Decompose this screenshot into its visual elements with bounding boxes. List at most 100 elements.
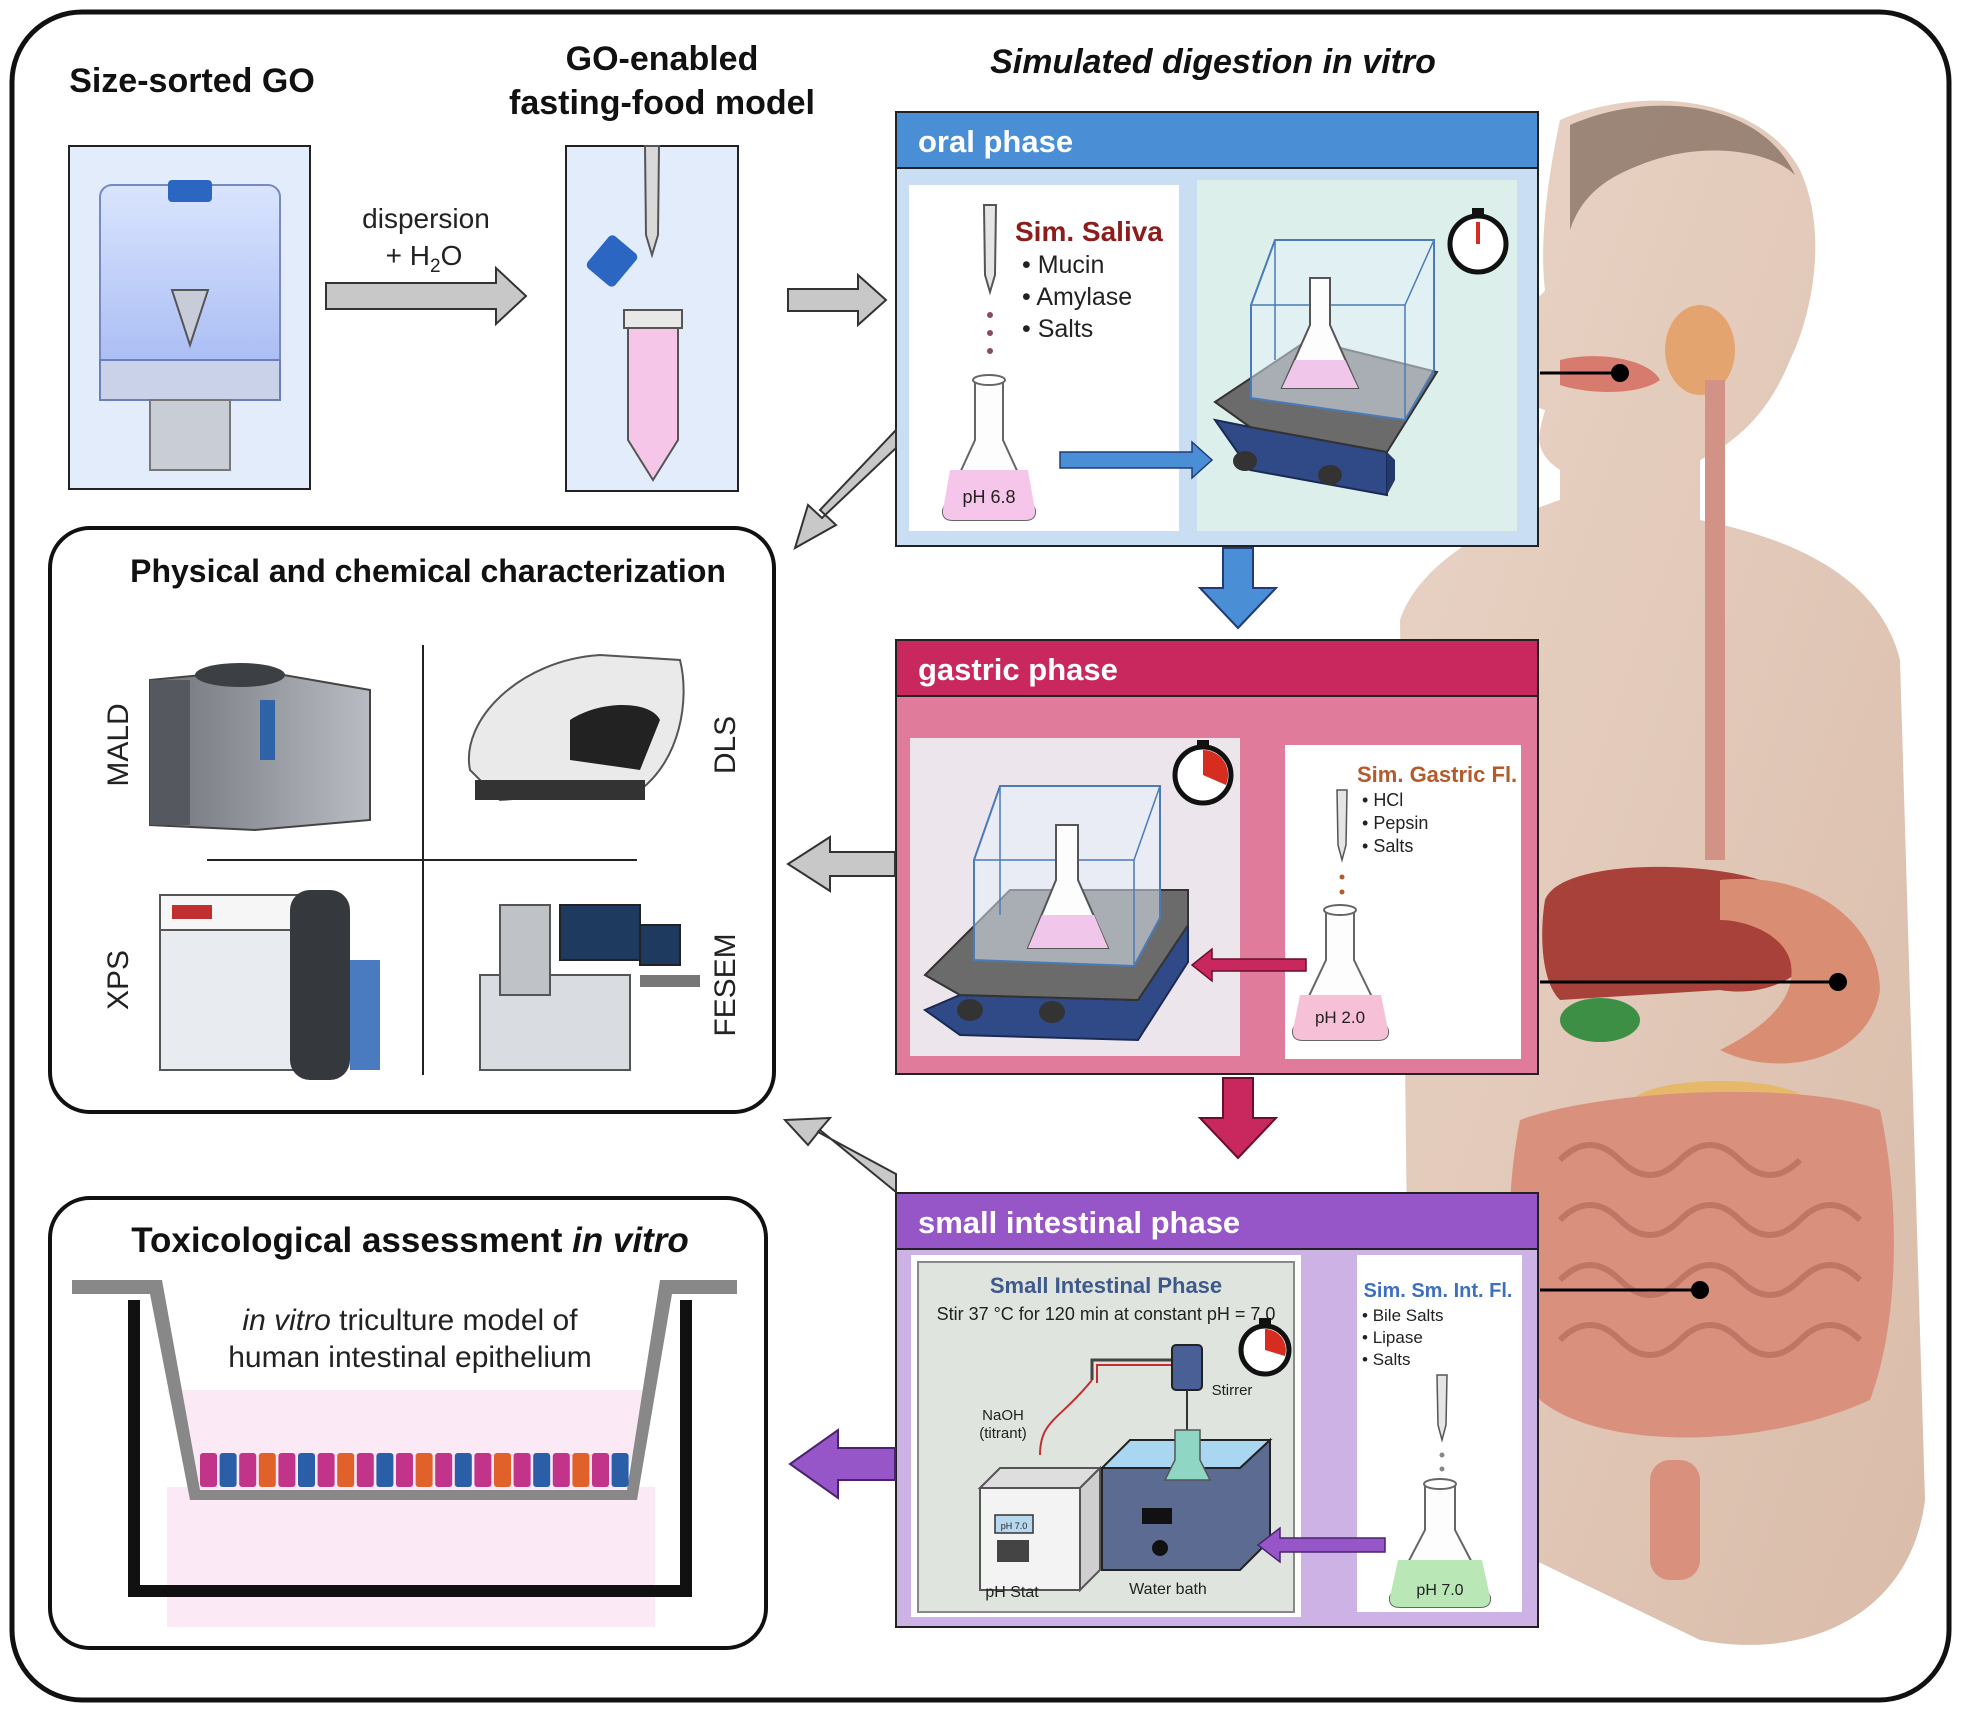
- intestinal-to-characterization-arrow: [782, 1116, 897, 1195]
- simulated-digestion-heading: Simulated digestion in vitro: [990, 43, 1436, 81]
- intestinal-ph-label: pH 7.0: [1416, 1582, 1463, 1599]
- epithelial-cell: [278, 1453, 296, 1487]
- intestinal-panel-subtitle: Stir 37 °C for 120 min at constant pH = …: [937, 1304, 1276, 1324]
- characterization-title: Physical and chemical characterization: [130, 553, 726, 589]
- epithelial-cell: [337, 1453, 355, 1487]
- dispersion-arrow: [325, 265, 528, 327]
- oral-item-1: • Mucin: [1022, 251, 1104, 279]
- tube-cap-icon: [586, 235, 638, 287]
- epithelial-cell: [454, 1453, 472, 1487]
- gastric-item-2: • Pepsin: [1362, 813, 1428, 833]
- ph-stat-device: [979, 1487, 1081, 1591]
- salivary-gland: [1665, 305, 1735, 395]
- gastric-transfer-arrow: [1190, 947, 1307, 983]
- sim-intestinal-title: Sim. Sm. Int. Fl.: [1364, 1280, 1513, 1302]
- gastric-phase-panel: gastric phase Sim. Gastric Fl. • HCl • P…: [895, 639, 1539, 1075]
- epithelial-cell: [298, 1453, 315, 1487]
- h2o-label: + H2O: [386, 240, 463, 277]
- oral-to-characterization-arrow: [793, 427, 897, 551]
- intestinal-panel-title: Small Intestinal Phase: [990, 1273, 1222, 1298]
- toxicology-panel: Toxicological assessment in vitro in vit…: [48, 1196, 768, 1650]
- stirrer-motor-icon: [1171, 1344, 1203, 1391]
- epithelial-cell: [200, 1453, 217, 1487]
- pipette-icon: [643, 145, 661, 259]
- dls-instrument-image: [467, 653, 685, 802]
- gallbladder: [1560, 998, 1640, 1042]
- fesem-instrument-image: [479, 904, 700, 1071]
- epithelial-cell: [376, 1453, 394, 1487]
- intestinal-transfer-arrow: [1256, 1526, 1386, 1564]
- fasting-food-heading-line2: fasting-food model: [509, 84, 815, 122]
- gastric-to-intestinal-arrow: [1197, 1077, 1279, 1160]
- epithelial-cell: [356, 1453, 374, 1487]
- epithelial-cell: [317, 1453, 335, 1487]
- epithelial-cell: [435, 1453, 453, 1487]
- titrant-label: (titrant): [979, 1425, 1027, 1442]
- xps-instrument-image: [159, 890, 380, 1080]
- naoh-label: NaOH: [982, 1407, 1024, 1424]
- epithelial-cell: [258, 1453, 276, 1487]
- epithelial-cell-layer: [200, 1453, 629, 1487]
- ph-stat-label: pH Stat: [985, 1584, 1039, 1601]
- esophagus: [1705, 380, 1725, 860]
- oral-item-2: • Amylase: [1022, 283, 1132, 311]
- epithelial-cell: [474, 1453, 492, 1487]
- epithelial-cell: [552, 1453, 570, 1487]
- ph-stat-display: pH 7.0: [1001, 1521, 1028, 1531]
- transwell-insert: [72, 1280, 737, 1500]
- oral-to-gastric-arrow: [1197, 547, 1279, 630]
- oral-ph-label: pH 6.8: [962, 487, 1015, 507]
- epithelial-cell: [513, 1453, 531, 1487]
- sim-saliva-title: Sim. Saliva: [1015, 216, 1163, 247]
- intestinal-to-toxicology-arrow: [788, 1428, 896, 1500]
- epithelial-cell: [239, 1453, 257, 1487]
- oral-transfer-arrow: [1059, 440, 1214, 480]
- ph-stat-keypad: [997, 1540, 1029, 1562]
- epithelial-cell: [494, 1453, 511, 1487]
- oral-item-3: • Salts: [1022, 315, 1093, 343]
- intestinal-item-3: • Salts: [1362, 1350, 1410, 1369]
- dispersion-label: dispersion: [362, 203, 490, 234]
- mald-instrument-image: [149, 663, 371, 832]
- triculture-desc-line2: human intestinal epithelium: [228, 1341, 592, 1374]
- epithelial-cell: [572, 1453, 590, 1487]
- characterization-panel: Physical and chemical characterization M…: [48, 526, 776, 1114]
- size-sorted-go-heading: Size-sorted GO: [69, 62, 315, 100]
- epithelial-cell: [592, 1453, 609, 1487]
- intestinal-phase-title: small intestinal phase: [918, 1205, 1240, 1240]
- epithelial-cell: [396, 1453, 413, 1487]
- xps-label: XPS: [102, 950, 135, 1010]
- epithelial-cell: [533, 1453, 551, 1487]
- gastric-phase-title: gastric phase: [918, 652, 1118, 687]
- epithelial-cell: [219, 1453, 237, 1487]
- intestinal-item-1: • Bile Salts: [1362, 1306, 1444, 1325]
- gastric-pipette-icon: [1336, 789, 1348, 863]
- stomach: [1720, 878, 1880, 1064]
- water-bath-label: Water bath: [1129, 1581, 1207, 1598]
- gastric-to-characterization-arrow: [786, 835, 896, 893]
- intestinal-phase-panel: small intestinal phase Small Intestinal …: [895, 1192, 1539, 1628]
- gastric-ph-label: pH 2.0: [1315, 1008, 1365, 1027]
- gastric-item-3: • Salts: [1362, 836, 1413, 856]
- to-oral-arrow: [787, 272, 888, 328]
- stirrer-label: Stirrer: [1212, 1382, 1253, 1399]
- tube-cap-icon: [168, 180, 212, 202]
- fasting-food-heading-line1: GO-enabled: [566, 40, 759, 78]
- oral-phase-title: oral phase: [918, 124, 1073, 159]
- oral-pipette-icon: [982, 204, 998, 296]
- intestinal-pipette-icon: [1436, 1374, 1448, 1443]
- epithelial-cell: [415, 1453, 433, 1487]
- toxicology-title: Toxicological assessment in vitro: [131, 1221, 689, 1260]
- fesem-label: FESEM: [709, 933, 742, 1036]
- mald-label: MALD: [102, 703, 135, 786]
- gastric-item-1: • HCl: [1362, 790, 1403, 810]
- size-sorted-go-panel: [68, 145, 311, 490]
- fasting-food-panel: [565, 145, 739, 492]
- intestinal-item-2: • Lipase: [1362, 1328, 1423, 1347]
- dls-label: DLS: [709, 716, 742, 774]
- oral-phase-panel: oral phase Sim. Saliva • Mucin • Amylase…: [895, 111, 1539, 547]
- epithelial-cell: [611, 1453, 629, 1487]
- sim-gastric-title: Sim. Gastric Fl.: [1357, 762, 1517, 787]
- triculture-desc-line1: in vitro triculture model of: [242, 1304, 578, 1337]
